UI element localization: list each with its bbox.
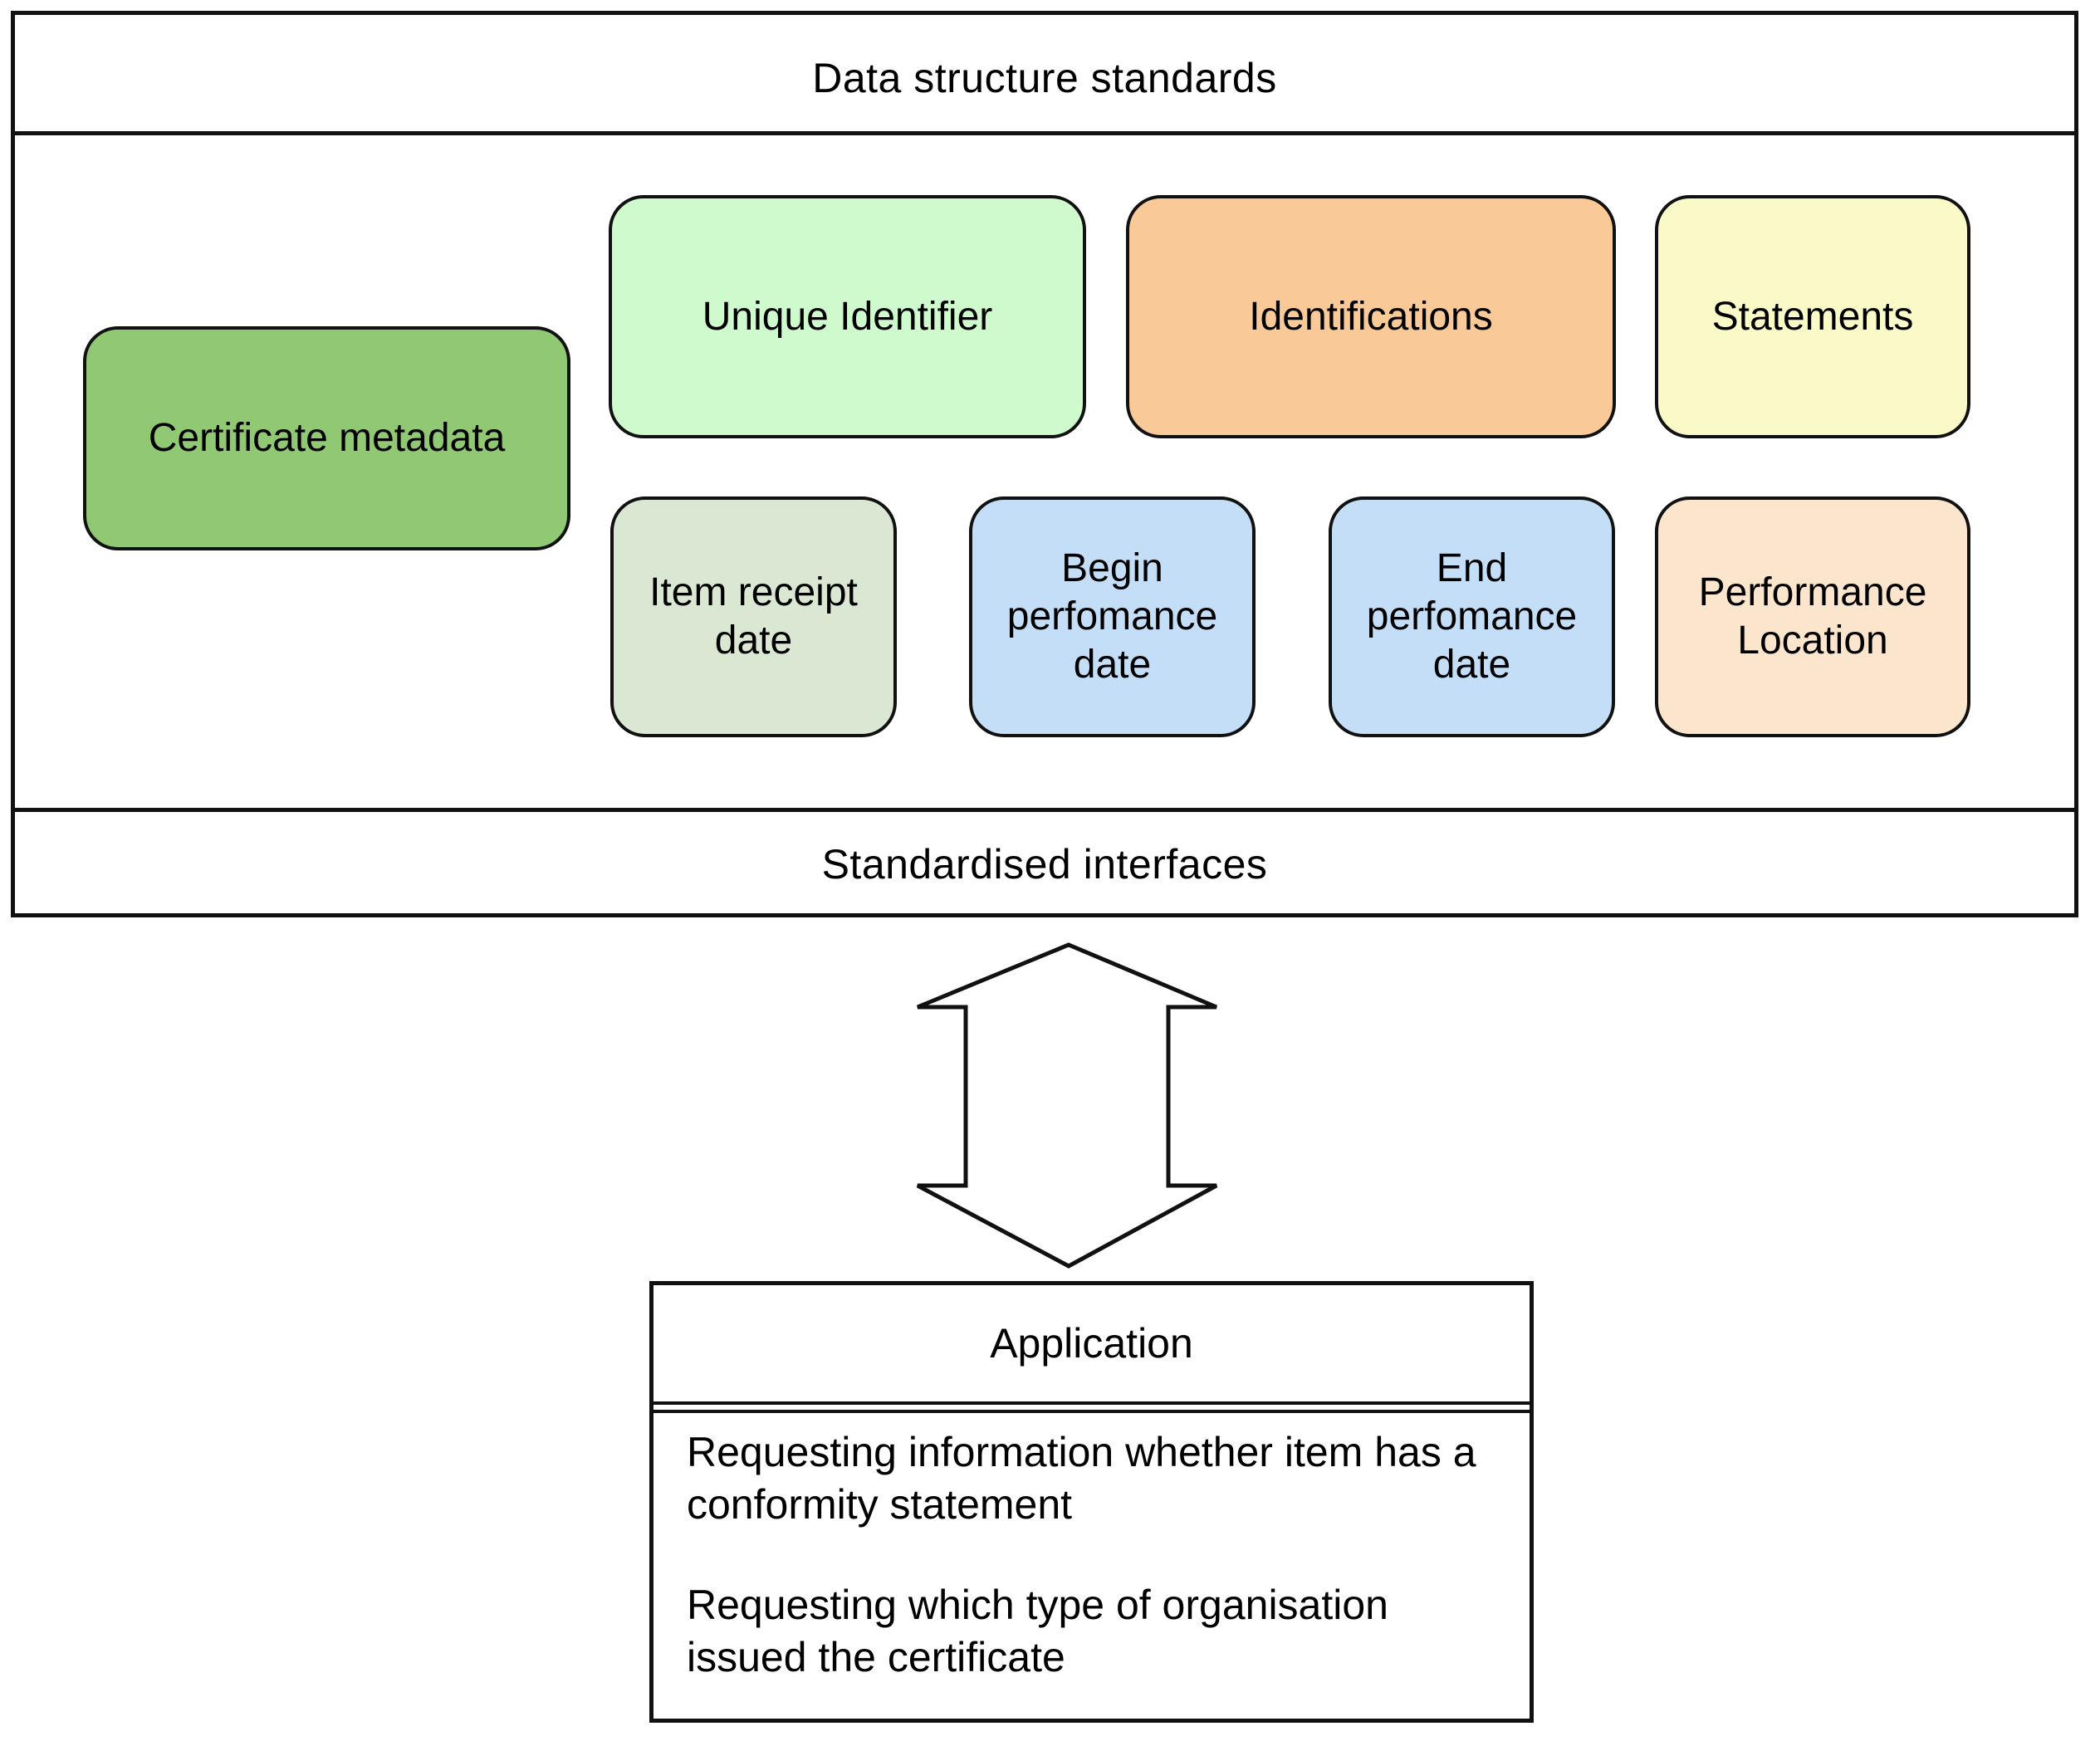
interfaces-divider-line	[11, 808, 2078, 812]
bidirectional-arrow-icon	[909, 937, 1225, 1274]
unique-identifier-label: Unique Identifier	[702, 294, 993, 339]
item-receipt-date-box: Item receipt date	[610, 496, 897, 737]
item-receipt-date-label: Item receipt date	[649, 570, 858, 663]
identifications-label: Identifications	[1249, 294, 1493, 339]
application-body: Requesting information whether item has …	[653, 1410, 1530, 1719]
performance-location-label: Performance Location	[1698, 570, 1927, 663]
begin-performance-date-box: Begin perfomance date	[969, 496, 1256, 737]
title-divider-line	[11, 131, 2078, 135]
panel-title: Data structure standards	[812, 55, 1277, 101]
certificate-metadata-box: Certificate metadata	[83, 326, 570, 550]
statements-label: Statements	[1711, 294, 1914, 339]
identifications-box: Identifications	[1126, 195, 1616, 438]
application-item: Requesting information whether item has …	[687, 1429, 1476, 1528]
application-box: Application Requesting information wheth…	[649, 1281, 1534, 1723]
application-item: Requesting which type of organisation is…	[687, 1582, 1388, 1680]
end-performance-date-box: End perfomance date	[1329, 496, 1615, 737]
certificate-metadata-label: Certificate metadata	[148, 416, 506, 460]
statements-box: Statements	[1655, 195, 1970, 438]
unique-identifier-box: Unique Identifier	[609, 195, 1086, 438]
standardised-interfaces-label: Standardised interfaces	[821, 841, 1268, 888]
performance-location-box: Performance Location	[1655, 496, 1970, 737]
begin-performance-date-label: Begin perfomance date	[1006, 546, 1218, 687]
application-title: Application	[653, 1285, 1530, 1405]
end-performance-date-label: End perfomance date	[1366, 546, 1578, 687]
